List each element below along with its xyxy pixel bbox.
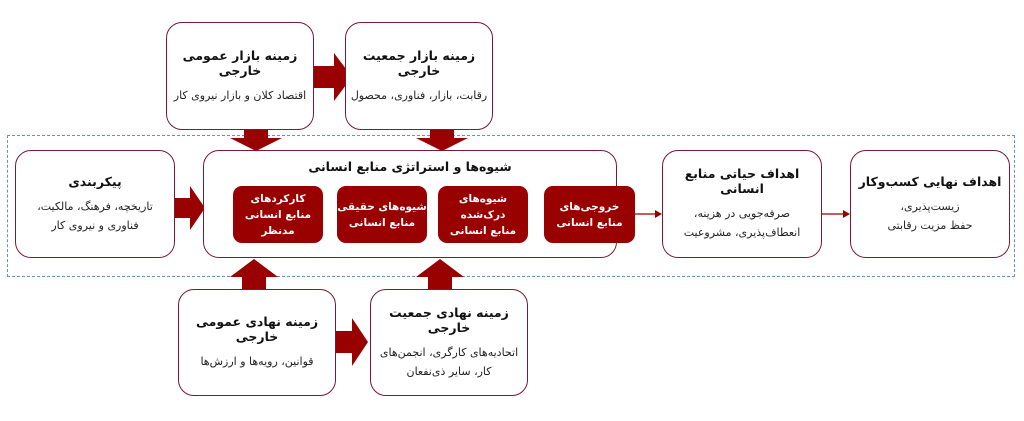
box-text: رقابت، بازار، فناوری، محصول <box>350 88 488 102</box>
arrow-down-right <box>416 130 468 151</box>
external-general-institutional-box: زمینه نهادی عمومی خارجی قوانین، رویه‌ها … <box>178 289 336 396</box>
arrow-down-left <box>230 130 282 151</box>
box-title: پیکربندی <box>68 173 122 189</box>
box-text: صرفه‌جویی در هزینه، <box>693 207 791 220</box>
box-title: زمینه بازار جمعیت خارجی <box>362 47 476 78</box>
box-text: کار، سایر ذی‌نفعان <box>406 364 492 378</box>
environment-boundary <box>7 135 1015 277</box>
box-title: زمینه نهادی جمعیت خارجی <box>389 304 509 335</box>
box-text: تاریخچه، فرهنگ، مالکیت، <box>37 199 153 213</box>
arrow-up-right <box>416 259 464 290</box>
external-population-institutional-box: زمینه نهادی جمعیت خارجی اتحادیه‌های کارگ… <box>370 289 528 396</box>
box-title: زمینه بازار عمومی خارجی <box>182 47 298 78</box>
box-title: شیوه‌ها و استراتژی منابع انسانی <box>308 159 512 174</box>
final-business-goals-box: اهداف نهایی کسب‌وکار زیست‌پذیری، حفظ مزی… <box>850 150 1010 258</box>
box-text: فناوری و نیروی کار <box>51 218 139 232</box>
box-text: قوانین، رویه‌ها و ارزش‌ها <box>200 355 314 368</box>
arrow-config-center <box>175 186 205 230</box>
vital-hr-goals-box: اهداف حیاتی منابع انسانی صرفه‌جویی در هز… <box>662 150 822 258</box>
box-title: اهداف نهایی کسب‌وکار <box>858 173 1002 189</box>
box-text: زیست‌پذیری، <box>900 199 960 213</box>
arrow-top-horizontal <box>314 53 352 101</box>
arrow-bottom-horizontal <box>336 318 368 366</box>
configuration-box: پیکربندی تاریخچه، فرهنگ، مالکیت، فناوری … <box>15 150 175 258</box>
arrow-up-left <box>230 259 278 290</box>
external-population-market-box: زمینه بازار جمعیت خارجی رقابت، بازار، فن… <box>345 22 493 130</box>
arrow-to-vital <box>655 210 662 218</box>
box-title: زمینه نهادی عمومی خارجی <box>195 314 319 344</box>
box-text: اتحادیه‌های کارگری، انجمن‌های <box>379 345 519 359</box>
box-text: حفظ مزیت رقابتی <box>887 218 973 232</box>
box-text: اقتصاد کلان و بازار نیروی کار <box>173 88 307 102</box>
arrow-to-final <box>843 210 850 218</box>
box-title: اهداف حیاتی منابع انسانی <box>684 166 800 196</box>
external-general-market-box: زمینه بازار عمومی خارجی اقتصاد کلان و با… <box>166 22 314 130</box>
box-text: انعطاف‌پذیری، مشروعیت <box>683 226 801 239</box>
